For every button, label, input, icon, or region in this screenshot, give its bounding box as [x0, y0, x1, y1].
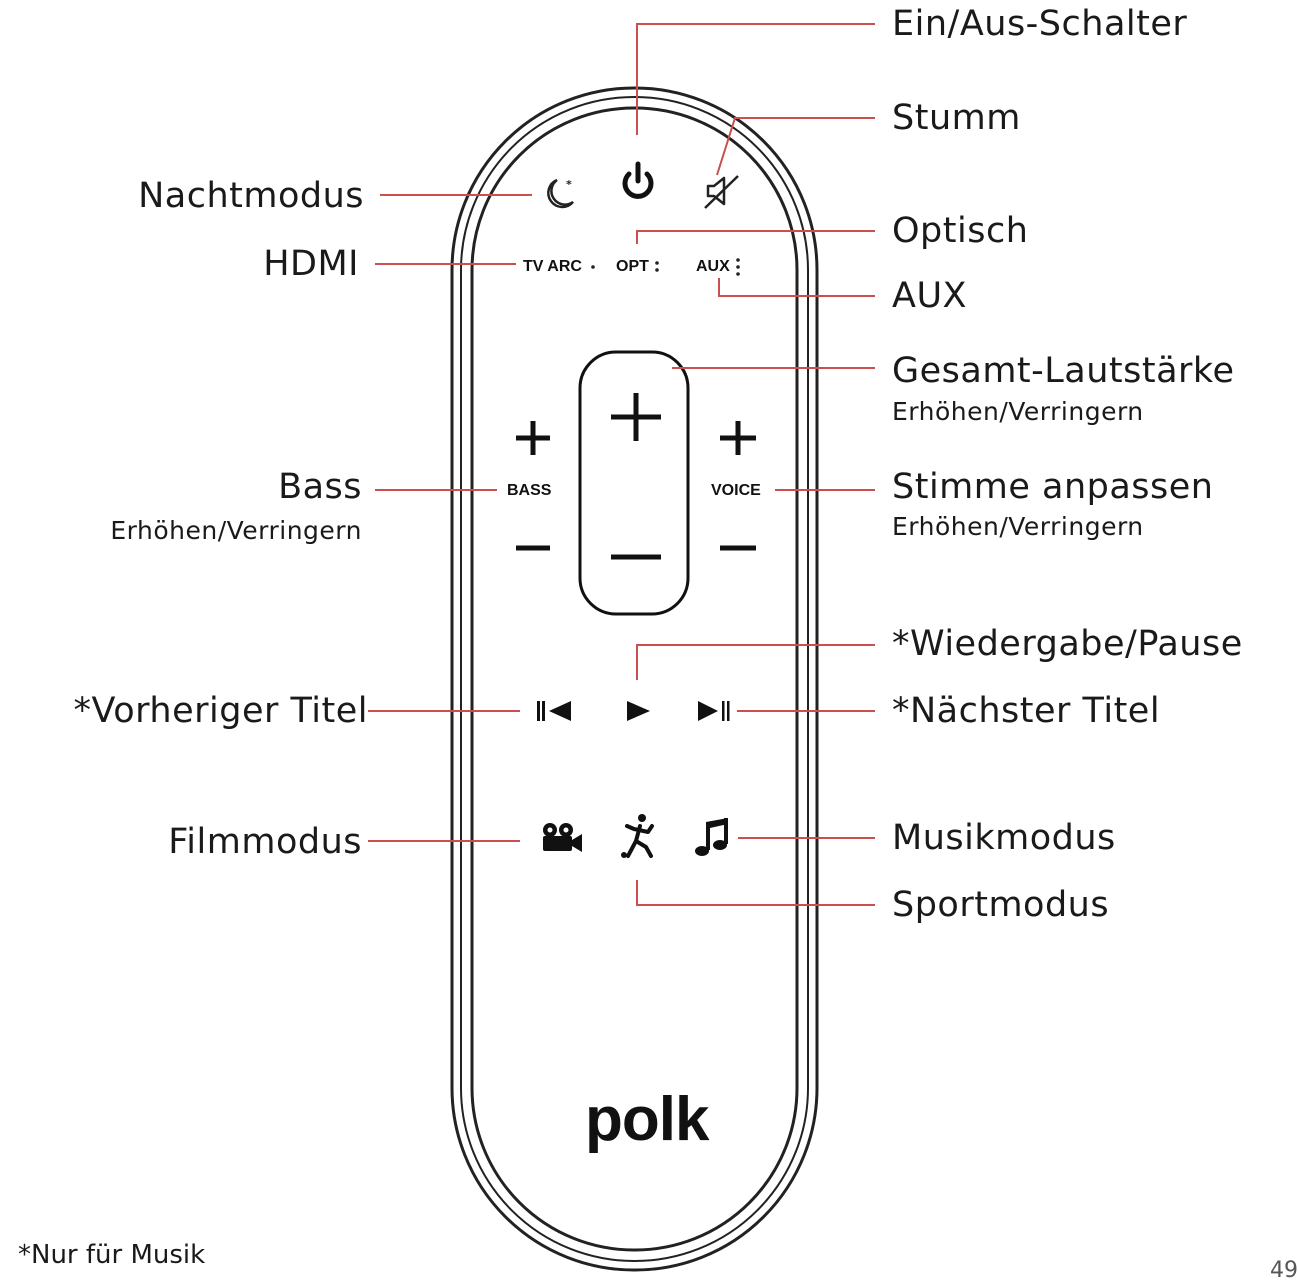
voice-plus-icon[interactable]: [720, 421, 756, 455]
label-optical: Optisch: [892, 211, 1029, 251]
leader-play: [636, 644, 875, 680]
label-voice: Stimme anpassen: [892, 467, 1214, 507]
label-music: Musikmodus: [892, 818, 1116, 858]
opt-label: OPT: [616, 258, 649, 275]
play-icon[interactable]: [627, 701, 650, 721]
tv-arc-label: TV ARC: [523, 258, 582, 275]
svg-text:*: *: [566, 178, 572, 191]
footnote: *Nur für Musik: [18, 1240, 206, 1270]
bass-plus-icon[interactable]: [516, 421, 550, 455]
label-hdmi: HDMI: [263, 244, 359, 284]
label-volume-sub: Erhöhen/Verringern: [892, 397, 1144, 426]
label-bass: Bass: [278, 467, 362, 507]
volume-plus-icon[interactable]: [611, 393, 661, 441]
leader-aux: [718, 278, 875, 297]
power-icon[interactable]: [622, 161, 654, 199]
voice-button-label: VOICE: [711, 482, 761, 499]
label-volume: Gesamt-Lautstärke: [892, 351, 1235, 391]
music-note-icon[interactable]: [695, 818, 728, 856]
leader-power: [636, 23, 875, 135]
label-night: Nachtmodus: [138, 176, 364, 216]
label-voice-sub: Erhöhen/Verringern: [892, 512, 1144, 541]
label-sport: Sportmodus: [892, 885, 1110, 925]
leader-optical: [636, 230, 875, 244]
volume-rocker[interactable]: [578, 350, 690, 616]
movie-camera-icon[interactable]: [543, 823, 582, 852]
next-track-icon[interactable]: [698, 701, 730, 721]
leader-sport: [636, 880, 875, 906]
label-prev: *Vorheriger Titel: [73, 691, 368, 731]
label-power: Ein/Aus-Schalter: [892, 4, 1188, 44]
polk-logo: polk: [585, 1085, 709, 1154]
page-number: 49: [1270, 1258, 1298, 1283]
label-aux: AUX: [892, 276, 968, 316]
moon-icon[interactable]: *: [547, 178, 574, 209]
bass-button-label: BASS: [507, 482, 552, 499]
sport-icon[interactable]: [621, 814, 654, 858]
remote-body: [450, 86, 819, 1272]
aux-button-label: AUX: [696, 258, 730, 275]
label-bass-sub: Erhöhen/Verringern: [110, 516, 362, 545]
label-next: *Nächster Titel: [892, 691, 1161, 731]
source-indicators: [591, 258, 740, 276]
previous-track-icon[interactable]: [537, 701, 571, 721]
mute-icon[interactable]: [704, 175, 739, 209]
label-play: *Wiedergabe/Pause: [892, 624, 1243, 664]
label-movie: Filmmodus: [168, 822, 362, 862]
leader-mute: [716, 117, 875, 176]
leader-lines: [368, 23, 875, 906]
label-mute: Stumm: [892, 98, 1021, 138]
